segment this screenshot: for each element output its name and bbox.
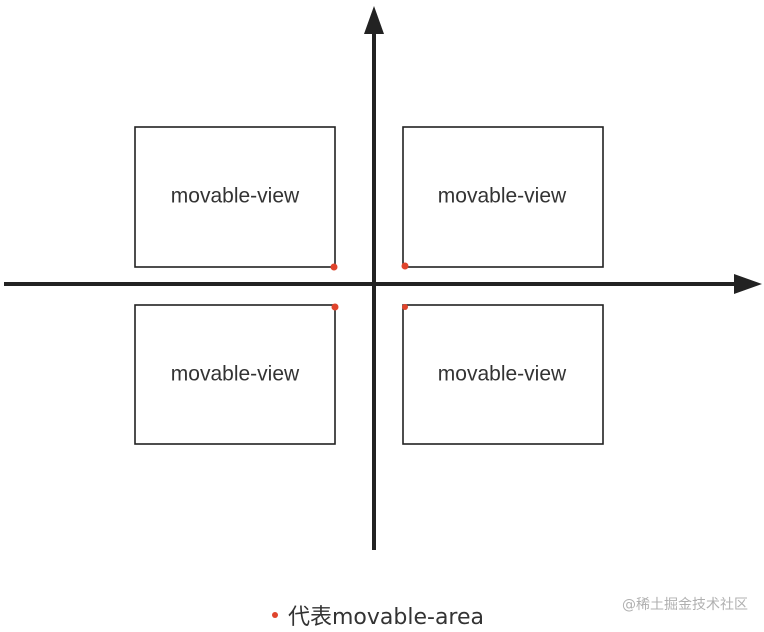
- anchor-dot-bottom-right: [402, 304, 408, 310]
- legend-dot-icon: [272, 612, 278, 618]
- legend: 代表movable-area: [272, 598, 484, 632]
- movable-view-label-bottom-left: movable-view: [171, 363, 300, 386]
- movable-view-box-bottom-left: [134, 304, 336, 445]
- anchor-dot-top-left: [330, 263, 338, 271]
- movable-view-label-top-right: movable-view: [438, 185, 567, 208]
- movable-view-box-top-right: [402, 126, 604, 268]
- watermark: @稀土掘金技术社区: [622, 597, 748, 613]
- movable-view-box-top-left: [134, 126, 336, 268]
- legend-text: 代表movable-area: [288, 605, 485, 630]
- movable-view-label-bottom-right: movable-view: [438, 363, 567, 386]
- x-axis-arrow-icon: [734, 274, 762, 294]
- movable-view-label-top-left: movable-view: [171, 185, 300, 208]
- movable-view-box-bottom-right: [402, 304, 604, 445]
- y-axis-arrow-icon: [364, 6, 384, 34]
- anchor-dot-bottom-left: [331, 303, 339, 311]
- anchor-dot-top-right: [401, 262, 409, 270]
